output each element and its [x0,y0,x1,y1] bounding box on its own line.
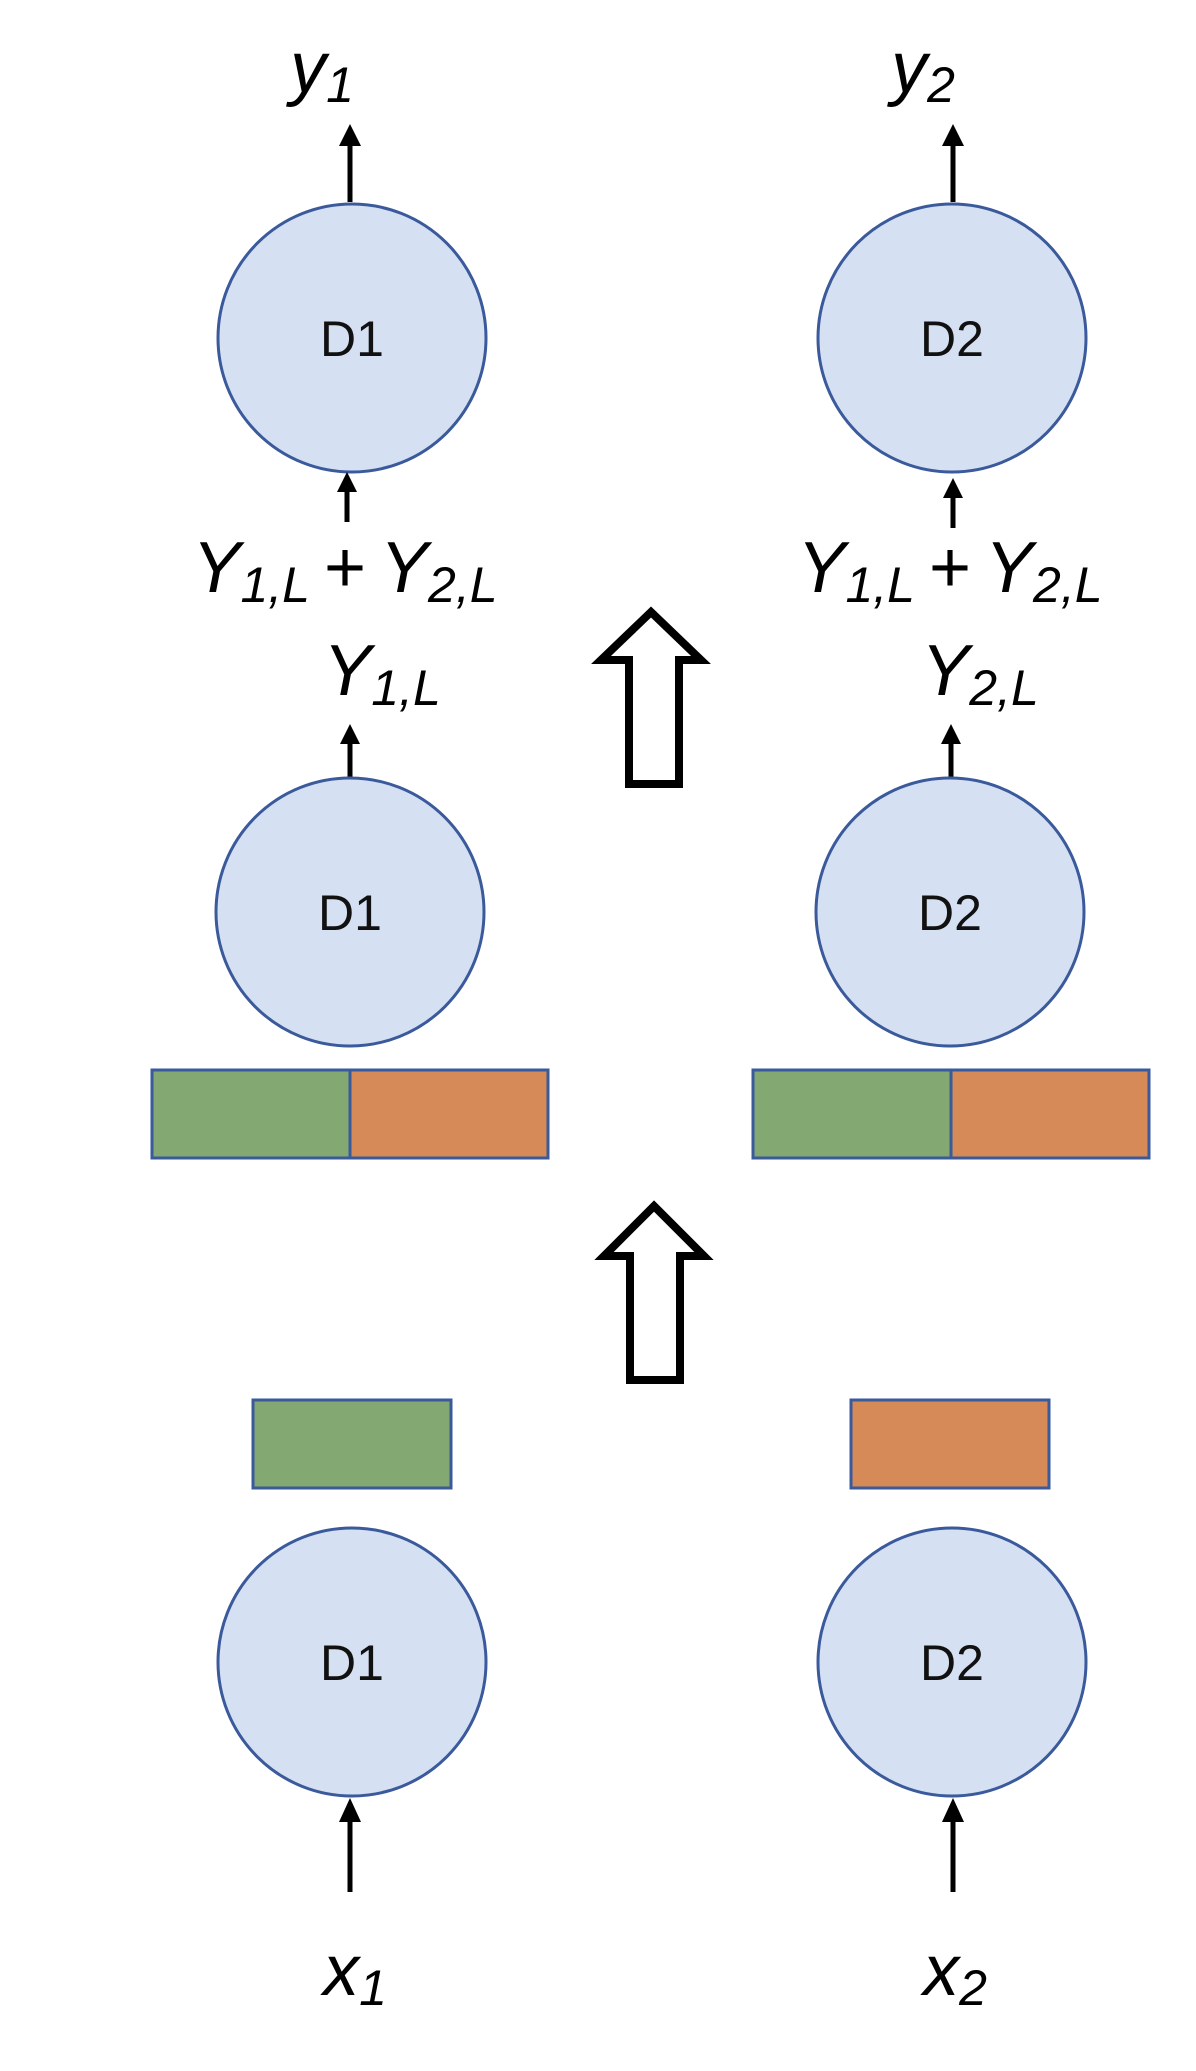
node-d1-bottom: D1 [216,1526,488,1798]
arrow-d2-mid-to-y2l [941,724,961,780]
input-label-x1: x1 [320,1931,387,2016]
embedding-block-d2 [849,1398,1051,1490]
latent-label-y2l: Y2,L [921,631,1039,716]
node-label: D1 [320,1635,384,1691]
node-d1-mid: D1 [214,776,486,1048]
arrow-sum-to-d2-top [943,478,963,528]
exchange-arrow-upper [591,606,711,788]
embedding-block-green [150,1068,352,1160]
node-d2-bottom: D2 [816,1526,1088,1798]
arrow-x2-to-d2-bottom [942,1798,964,1892]
embedding-block-orange [348,1068,550,1160]
node-label: D1 [320,311,384,367]
node-label: D2 [920,1635,984,1691]
embedding-block-orange [949,1068,1151,1160]
embedding-block-d1 [251,1398,453,1490]
output-label-y1: y1 [285,28,354,113]
arrow-d2-top-to-y2 [942,124,964,202]
arrow-d1-top-to-y1 [339,124,361,202]
sum-label-left: Y1,L+Y2,L [192,528,497,613]
output-label-y2: y2 [886,28,955,113]
node-d1-top: D1 [216,202,488,474]
arrow-x1-to-d1-bottom [339,1798,361,1892]
input-label-x2: x2 [920,1931,987,2016]
node-label: D2 [918,885,982,941]
embedding-block-green [751,1068,953,1160]
arrow-sum-to-d1-top [337,472,357,522]
sum-label-right: Y1,L+Y2,L [797,528,1102,613]
concat-embedding-right [751,1068,1151,1160]
concat-embedding-left [150,1068,550,1160]
exchange-arrow-lower [594,1200,714,1384]
latent-label-y1l: Y1,L [323,631,441,716]
node-d2-top: D2 [816,202,1088,474]
node-d2-mid: D2 [814,776,1086,1048]
node-label: D2 [920,311,984,367]
node-label: D1 [318,885,382,941]
arrow-d1-mid-to-y1l [340,724,360,780]
